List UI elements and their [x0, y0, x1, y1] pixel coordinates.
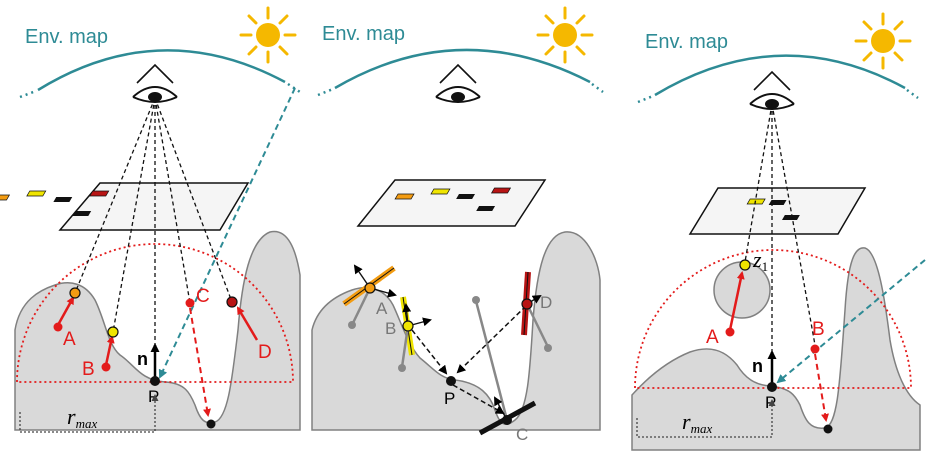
env-map-arc-dotted-left: [19, 89, 37, 99]
sample-b-arrow: [814, 353, 829, 422]
eye-icon: [749, 71, 795, 110]
sample-a-point: [725, 327, 735, 337]
label-d: D: [258, 342, 272, 363]
screen-plane: [688, 187, 867, 235]
rmax-label: rmax: [67, 404, 97, 431]
sample-d-surface: [226, 296, 238, 308]
sample-a-point: [53, 322, 63, 332]
panel-3: Env. map n A z1 B P: [631, 12, 926, 451]
label-c: C: [196, 286, 210, 307]
rmax-bracket: [19, 394, 159, 433]
label-b: B: [385, 319, 396, 338]
sample-b-point: [810, 344, 820, 354]
view-rays: [74, 97, 233, 380]
search-hemisphere: [16, 243, 294, 383]
light-ray: [158, 87, 296, 379]
sample-a-arrow: [728, 271, 745, 331]
screen-samples: [0, 190, 110, 216]
env-map-arc-dotted-left: [317, 87, 334, 97]
env-map-arc: [37, 49, 286, 92]
sample-b-surface: [107, 326, 119, 338]
sample-a-surface: [739, 259, 751, 271]
sample-stick-points: [348, 296, 552, 372]
label-b: B: [812, 319, 825, 340]
z1-label: z1: [752, 247, 768, 274]
label-b: B: [82, 359, 95, 380]
terrain: [311, 231, 601, 431]
point-p: [150, 376, 160, 386]
sample-c-arrow: [189, 307, 211, 417]
rmax-label: rmax: [682, 409, 712, 436]
label-a: A: [376, 299, 388, 318]
label-a: A: [63, 329, 76, 350]
point-p: [446, 376, 456, 386]
env-map-label: Env. map: [25, 26, 108, 48]
screen-plane: [356, 179, 547, 227]
sample-c-point: [185, 298, 195, 308]
normal-label: n: [137, 349, 148, 369]
sample-b-arrow: [104, 335, 115, 366]
screen-samples: [746, 198, 800, 220]
rmax-bracket: [636, 399, 776, 438]
point-p: [767, 382, 777, 392]
label-a: A: [706, 327, 719, 348]
terrain: [14, 230, 301, 431]
screen-plane: [58, 182, 250, 231]
sun-icon: [854, 12, 912, 70]
light-ray: [776, 259, 926, 384]
env-map-arc: [654, 54, 906, 97]
search-hemisphere: [634, 249, 912, 389]
label-c: C: [516, 425, 528, 444]
env-map-arc-dotted-right: [591, 82, 604, 94]
panel-1: Env. map n: [0, 6, 301, 433]
sample-c-surface: [206, 419, 216, 429]
env-map-arc-dotted-left: [637, 94, 654, 104]
sample-b-point: [101, 362, 111, 372]
label-p: P: [765, 393, 776, 412]
env-map-label: Env. map: [645, 31, 728, 53]
sample-a-surface: [69, 287, 81, 299]
eye-icon: [132, 64, 178, 103]
sun-icon: [239, 6, 297, 64]
label-p: P: [148, 387, 159, 406]
label-d: D: [540, 293, 552, 312]
sample-a-arrow: [56, 296, 75, 326]
label-p: P: [444, 389, 455, 408]
sample-a-surface: [364, 282, 376, 294]
sample-c-surface: [502, 415, 512, 425]
env-map-arc: [334, 48, 591, 90]
env-map-label: Env. map: [322, 23, 405, 45]
sample-d-arrow: [236, 306, 259, 341]
view-rays: [744, 103, 816, 385]
eye-icon: [435, 64, 481, 103]
normal-label: n: [752, 356, 763, 376]
screen-samples: [394, 187, 512, 211]
terrain: [631, 247, 921, 451]
sample-b-surface: [823, 424, 833, 434]
sample-b-surface: [402, 320, 414, 332]
sample-d-surface: [521, 298, 533, 310]
sun-icon: [536, 6, 594, 64]
panel-2: Env. map: [311, 6, 604, 444]
env-map-arc-dotted-right: [906, 88, 919, 100]
transfer-rays: [411, 305, 527, 414]
